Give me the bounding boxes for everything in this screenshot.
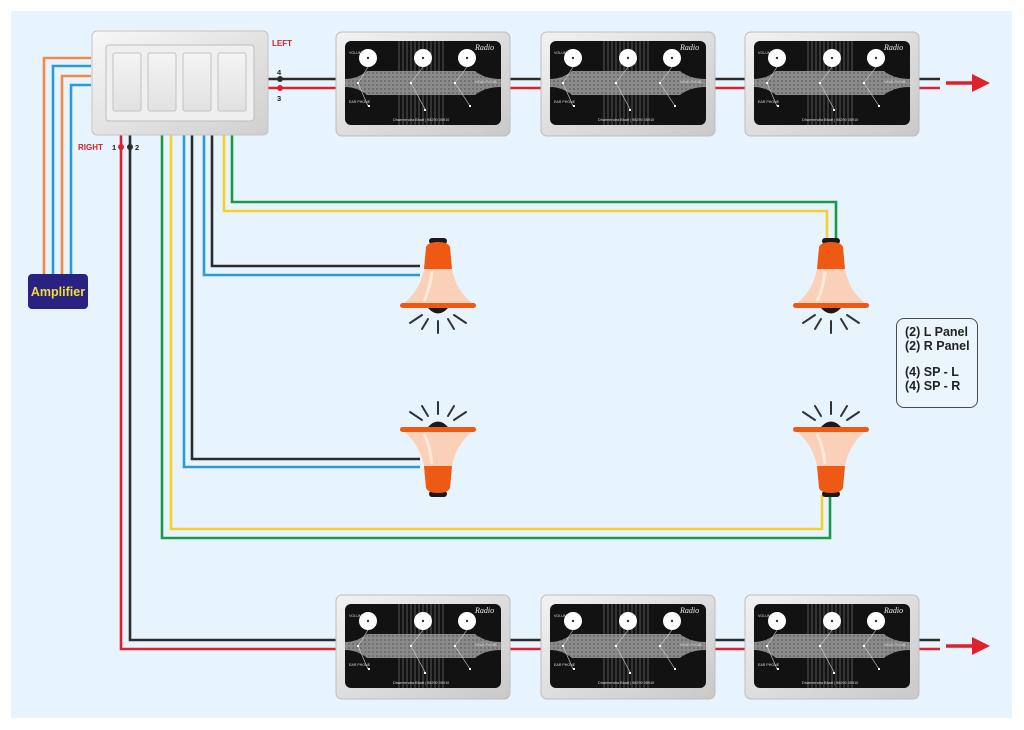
top-panel-2 [540, 31, 716, 137]
legend-sp-l: (4) SP - L [905, 365, 959, 379]
arrow-right-icon-top [946, 74, 990, 92]
rocker-switch-1[interactable] [112, 52, 142, 112]
terminal-3-label: 3 [277, 94, 281, 103]
legend-r-panel: (2) R Panel [905, 339, 970, 353]
right-label: RIGHT [78, 143, 103, 152]
rocker-switch-4[interactable] [217, 52, 247, 112]
left-label: LEFT [272, 39, 292, 48]
legend-box: (2) L Panel (2) R Panel (4) SP - L (4) S… [896, 318, 978, 408]
arrow-right-icon-bottom [946, 637, 990, 655]
amplifier-label: Amplifier [30, 284, 86, 299]
terminal-4-label: 4 [277, 68, 282, 77]
terminal-2-label: 2 [135, 143, 139, 152]
switch-plate [91, 30, 269, 136]
speaker-wires [160, 135, 838, 540]
top-panel-3 [744, 31, 920, 137]
legend-l-panel: (2) L Panel [905, 325, 968, 339]
amplifier-box: Amplifier [28, 274, 88, 309]
top-panel-1 [335, 31, 511, 137]
bottom-panel-1 [335, 594, 511, 700]
amplifier-wires [42, 56, 91, 274]
terminal-1-label: 1 [112, 143, 116, 152]
terminal-dots [118, 76, 283, 150]
rocker-switch-3[interactable] [182, 52, 212, 112]
rocker-switch-2[interactable] [147, 52, 177, 112]
bottom-panel-3 [744, 594, 920, 700]
bottom-panel-2 [540, 594, 716, 700]
legend-sp-r: (4) SP - R [905, 379, 961, 393]
